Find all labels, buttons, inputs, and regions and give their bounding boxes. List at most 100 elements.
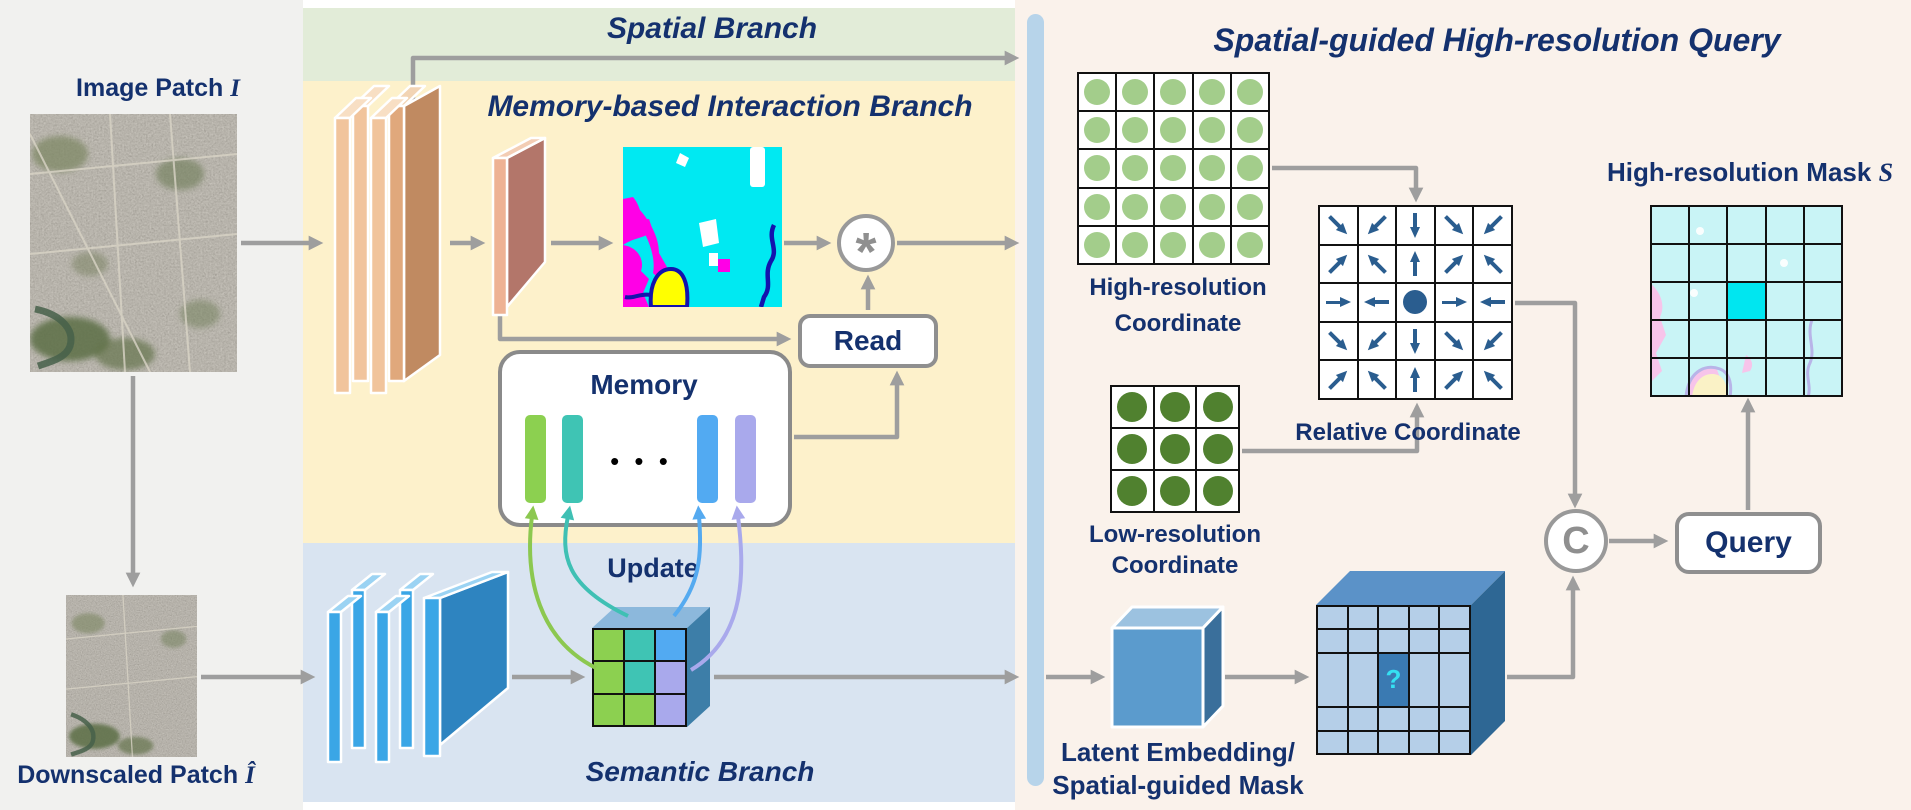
high-res-coordinate-dot [1122, 193, 1149, 220]
n-arrow-icon [1402, 250, 1428, 277]
relative-coordinate-cell [1357, 244, 1397, 284]
spatial-guided-mask-cell [1317, 730, 1348, 754]
high-res-coordinate-cell [1230, 73, 1269, 112]
relative-coordinate-cell [1319, 283, 1358, 322]
query-cell: ? [1378, 652, 1409, 708]
relative-coordinate-cell [1473, 206, 1512, 245]
spatial-guided-mask-cell [1408, 707, 1440, 731]
high-res-coordinate-cell [1116, 225, 1155, 264]
low-res-coordinate-cell [1196, 470, 1239, 512]
downscaled-patch-label: Downscaled Patch Î [16, 761, 256, 790]
n-arrow-icon [1402, 366, 1428, 393]
spatial-guided-mask-cell [1408, 629, 1440, 653]
spatial-guided-mask-cell [1347, 730, 1379, 754]
e-arrow-icon [1325, 289, 1352, 315]
high-res-coordinate-dot [1160, 79, 1187, 106]
nw-arrow-icon [1474, 246, 1511, 283]
semantic-feature-cube [592, 628, 687, 727]
arrow-memory-to-read [794, 370, 905, 440]
semantic-feature-cell [655, 661, 686, 694]
update-label: Update [607, 553, 699, 583]
spatial-guided-mask-cell [1347, 707, 1379, 731]
high-res-mask-cell [1803, 244, 1842, 282]
spatial-guided-mask-cell [1439, 629, 1470, 653]
semantic-feature-cell [593, 661, 624, 694]
memory-branch-cnn-stack [333, 84, 442, 395]
spatial-guided-mask-cell [1378, 730, 1409, 754]
read-box: Read [798, 314, 938, 368]
high-res-coordinate-dot [1160, 231, 1187, 258]
high-res-coordinate-dot [1122, 155, 1149, 182]
low-res-coordinate-dot [1202, 392, 1233, 422]
high-res-coordinate-dot [1084, 231, 1111, 258]
label-line2: Coordinate [1111, 552, 1239, 579]
relative-coordinate-cell [1473, 244, 1512, 284]
nw-arrow-icon [1359, 361, 1396, 398]
low-res-coordinate-cell [1153, 386, 1197, 428]
mask-decoration [1650, 227, 1814, 397]
high-res-coordinate-cell [1154, 149, 1193, 188]
sw-arrow-icon [1474, 323, 1511, 360]
latent-embedding-label: Latent Embedding/ Spatial-guided Mask [1028, 736, 1328, 802]
high-res-mask-variable: S [1878, 158, 1894, 187]
semantic-feature-cell [624, 661, 655, 694]
spatial-guided-mask-cell [1408, 606, 1440, 630]
relative-coordinate-cell [1473, 360, 1512, 399]
arrow-feature-to-read [497, 315, 792, 347]
semantic-branch-cnn-stack [326, 570, 510, 764]
high-res-coordinate-cell [1116, 187, 1155, 226]
high-res-mask-cell [1765, 282, 1804, 320]
memory-slot-3 [697, 415, 718, 503]
relative-coordinate-cell [1396, 244, 1435, 284]
relative-coordinate-label: Relative Coordinate [1295, 419, 1521, 446]
high-res-mask-cell [1803, 358, 1842, 396]
low-res-coordinate-dot [1117, 434, 1148, 464]
spatial-guided-mask-cell [1347, 629, 1379, 653]
high-res-mask-cell [1727, 320, 1766, 358]
se-arrow-icon [1436, 323, 1473, 360]
relative-coordinate-grid [1318, 205, 1513, 400]
spatial-guided-mask-cell [1317, 629, 1348, 653]
sw-arrow-icon [1474, 207, 1511, 244]
memory-slot-4 [735, 415, 756, 503]
high-res-coordinate-dot [1084, 117, 1111, 144]
spatial-guided-mask-cell [1439, 707, 1470, 731]
ne-arrow-icon [1436, 361, 1473, 398]
concatenate-symbol: C [1562, 519, 1590, 562]
spatial-guided-mask-cell [1317, 707, 1348, 731]
high-res-coordinate-dot [1160, 155, 1187, 182]
cube-top-face [1316, 571, 1505, 605]
high-res-coordinate-cell [1192, 187, 1231, 226]
high-res-coordinate-dot [1084, 155, 1111, 182]
high-res-mask-cell [1765, 206, 1804, 244]
high-res-coordinate-grid [1077, 72, 1270, 265]
high-res-coordinate-dot [1084, 79, 1111, 106]
relative-coordinate-cell [1396, 360, 1435, 399]
high-res-coordinate-cell [1078, 73, 1117, 112]
arrow-relcoord-to-concat [1515, 300, 1583, 509]
low-res-coordinate-cell [1196, 386, 1239, 428]
cube-right-face [687, 607, 710, 727]
high-res-mask-cell [1689, 206, 1728, 244]
high-res-mask-cell [1765, 320, 1804, 358]
relative-coordinate-cell [1434, 321, 1474, 361]
high-res-coordinate-cell [1116, 149, 1155, 188]
relative-coordinate-cell [1396, 206, 1435, 245]
high-res-mask-cell [1651, 358, 1690, 396]
label-line1: Low-resolution [1089, 521, 1261, 548]
ne-arrow-icon [1320, 246, 1357, 283]
se-arrow-icon [1436, 207, 1473, 244]
low-res-coordinate-dot [1202, 476, 1233, 506]
high-res-coordinate-dot [1160, 117, 1187, 144]
label-line1: High-resolution [1089, 274, 1267, 301]
w-arrow-icon [1363, 289, 1390, 315]
semantic-feature-cell [655, 693, 686, 726]
sw-arrow-icon [1359, 207, 1396, 244]
ne-arrow-icon [1436, 246, 1473, 283]
relative-coordinate-cell [1396, 283, 1435, 322]
query-panel-title: Spatial-guided High-resolution Query [1213, 22, 1781, 58]
query-label: Query [1705, 526, 1792, 559]
spatial-guided-mask-cell [1439, 652, 1470, 708]
image-patch-thumbnail [30, 114, 237, 372]
high-res-mask-cell [1689, 282, 1728, 320]
